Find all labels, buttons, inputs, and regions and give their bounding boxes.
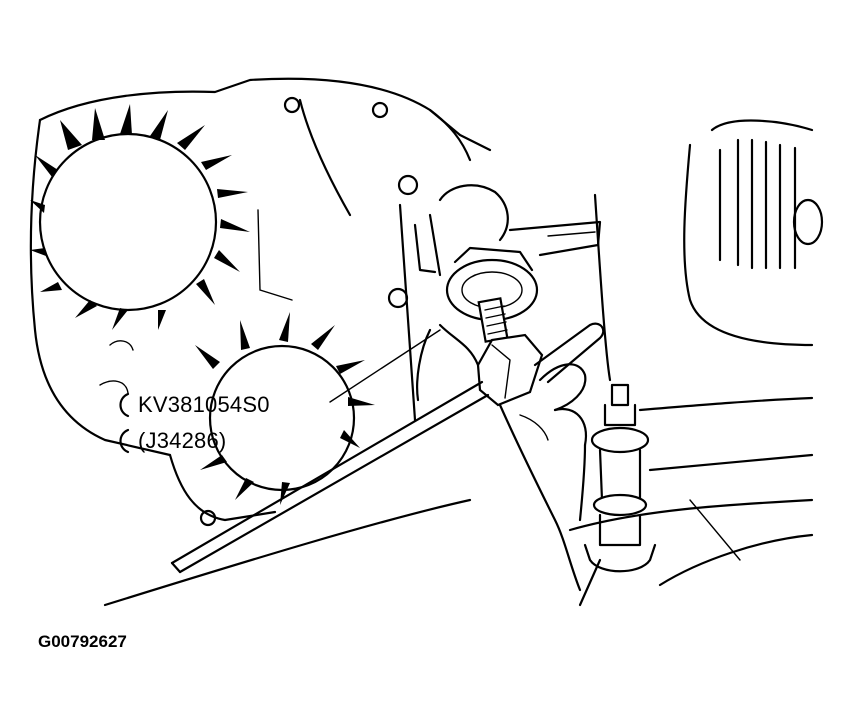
puller-tool <box>413 184 605 407</box>
figure-id: G00792627 <box>38 632 127 651</box>
floor-lines <box>103 498 602 607</box>
upper-case-ribs <box>30 104 250 330</box>
transaxle-case <box>29 77 492 527</box>
tool-number-label: KV381054S0 <box>138 392 270 417</box>
slide-hammer-shaft <box>170 380 490 574</box>
hand <box>416 323 588 592</box>
suspension-arm <box>568 119 824 587</box>
tool-alt-number-label: (J34286) <box>138 428 227 453</box>
stabilizer-link-bolt <box>583 383 657 573</box>
callout-leader <box>119 329 441 454</box>
